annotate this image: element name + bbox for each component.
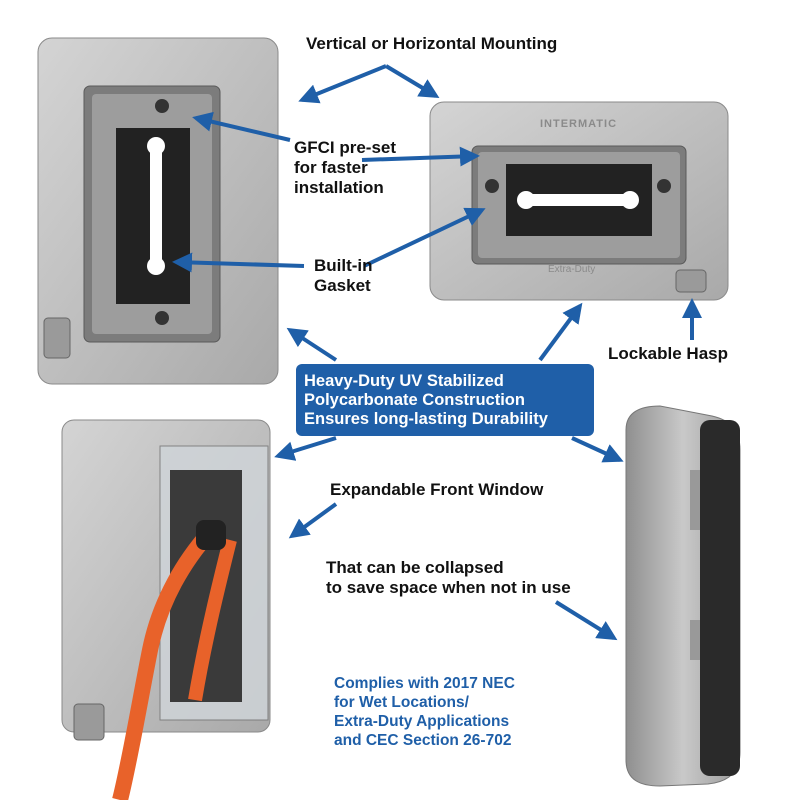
gasket-line-2: Gasket	[314, 276, 371, 295]
collapsed-profile-image	[625, 405, 741, 787]
compliance-line-4: and CEC Section 26-702	[334, 732, 512, 749]
expanded-window-image	[61, 419, 271, 800]
horizontal-cover-image	[429, 101, 729, 301]
banner-line-2: Polycarbonate Construction	[304, 391, 525, 409]
gfci-label: GFCI pre-set for faster installation	[294, 138, 396, 198]
gasket-line-1: Built-in	[314, 256, 373, 275]
callout-arrows	[172, 64, 702, 641]
banner-line-3: Ensures long-lasting Durability	[304, 410, 548, 428]
mounting-label: Vertical or Horizontal Mounting	[306, 34, 558, 53]
collapsible-line-1: That can be collapsed	[326, 558, 504, 577]
compliance-line-2: for Wet Locations/	[334, 694, 469, 711]
hasp-label: Lockable Hasp	[608, 344, 728, 363]
collapsible-line-2: to save space when not in use	[326, 578, 571, 597]
gfci-line-2: for faster	[294, 158, 368, 177]
gasket-label: Built-in Gasket	[314, 256, 373, 296]
compliance-line-3: Extra-Duty Applications	[334, 713, 510, 730]
brand-imprint: INTERMATIC	[540, 118, 618, 130]
gfci-line-3: installation	[294, 178, 384, 197]
compliance-note: Complies with 2017 NEC for Wet Locations…	[334, 674, 515, 750]
model-imprint: Extra-Duty	[548, 264, 596, 275]
compliance-line-1: Complies with 2017 NEC	[334, 675, 515, 692]
expandable-window-label: Expandable Front Window	[330, 480, 544, 499]
gfci-line-1: GFCI pre-set	[294, 138, 397, 157]
banner-line-1: Heavy-Duty UV Stabilized	[304, 372, 504, 390]
collapsible-label: That can be collapsed to save space when…	[326, 558, 571, 598]
durability-banner: Heavy-Duty UV Stabilized Polycarbonate C…	[296, 364, 594, 436]
vertical-cover-image	[37, 37, 279, 385]
